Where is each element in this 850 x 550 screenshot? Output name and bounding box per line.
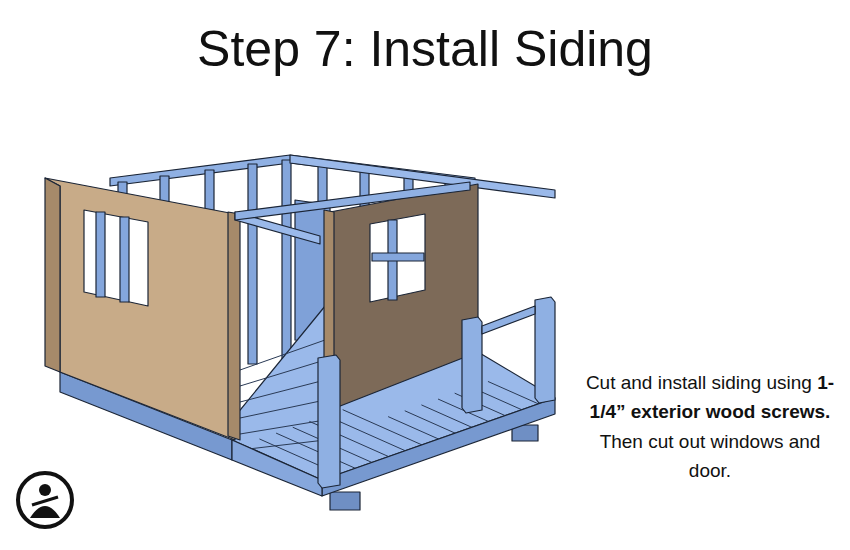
step-title: Step 7: Install Siding [0, 20, 850, 78]
deck-post [318, 355, 340, 488]
deck-face [322, 398, 555, 496]
window-stud [120, 217, 129, 302]
deck-post [535, 297, 555, 403]
right-wall-siding [330, 184, 478, 410]
wall-edge [45, 178, 60, 372]
deck-foot [330, 492, 360, 510]
window-opening [84, 210, 148, 306]
instruction-text: Then cut out windows and door. [600, 431, 821, 481]
window-sill [372, 253, 424, 261]
left-wall-siding [45, 178, 235, 440]
deck-side [232, 440, 322, 496]
instruction-note: Cut and install siding using 1-1/4” exte… [585, 368, 835, 486]
logo [18, 473, 72, 527]
instruction-text: Cut and install siding using [586, 372, 812, 393]
wall-edge [228, 212, 240, 440]
deck-post [462, 317, 482, 413]
window-opening [370, 214, 425, 302]
cross-beam [235, 182, 470, 220]
window-stud [96, 212, 105, 297]
railing [482, 306, 535, 334]
